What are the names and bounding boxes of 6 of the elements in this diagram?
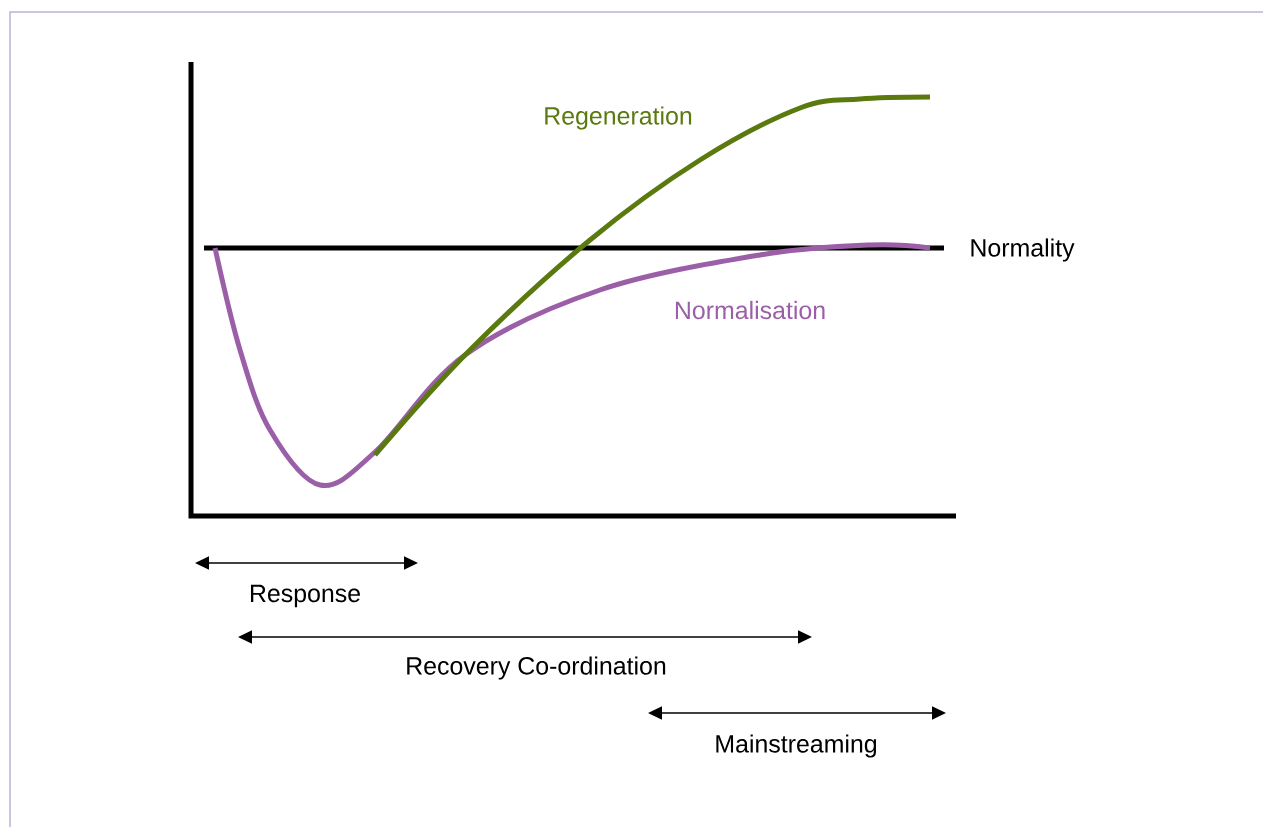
period-label: Mainstreaming: [716, 734, 877, 758]
curve-label: Normalisation: [675, 300, 825, 320]
period-label: Recovery Co-ordination: [407, 656, 666, 680]
line-label: Normality: [971, 238, 1075, 262]
curve-label: Regeneration: [545, 106, 692, 130]
period-label: Response: [251, 584, 360, 608]
